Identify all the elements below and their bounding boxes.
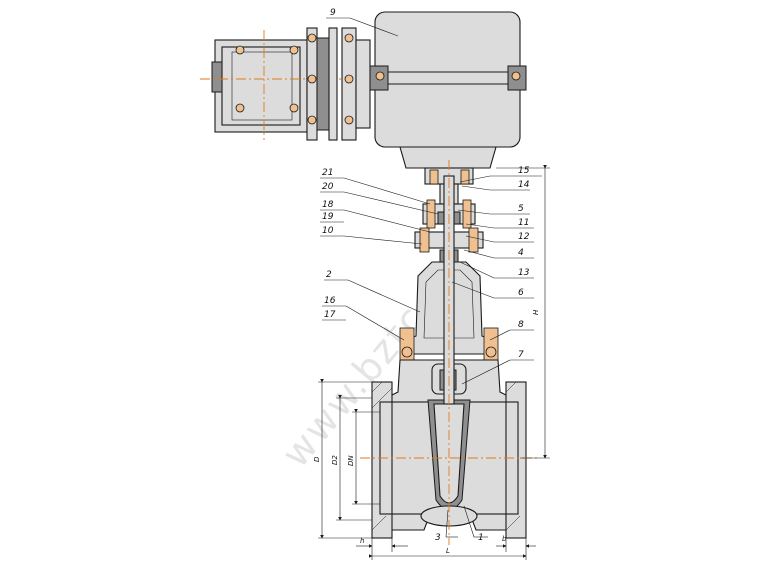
dim-b: b: [502, 535, 507, 543]
label-7: 7: [518, 350, 524, 360]
label-20: 20: [322, 182, 334, 192]
dim-D2: D2: [331, 455, 339, 465]
label-13: 13: [518, 268, 530, 278]
electric-actuator: [369, 11, 527, 169]
stem: [360, 160, 540, 545]
label-17: 17: [324, 310, 336, 320]
label-15: 15: [518, 166, 530, 176]
label-12: 12: [518, 232, 530, 242]
label-1: 1: [478, 533, 484, 543]
dim-H: H: [532, 309, 540, 315]
label-4: 4: [518, 248, 524, 258]
label-5: 5: [518, 204, 524, 214]
label-11: 11: [518, 218, 529, 228]
label-14: 14: [518, 180, 530, 190]
label-9: 9: [330, 8, 336, 18]
callouts: 9 15 14 21 20 5 18 19 11 12 10 4 13 2 6 …: [320, 8, 542, 543]
label-10: 10: [322, 226, 334, 236]
dim-DN: DN: [347, 455, 355, 466]
label-6: 6: [518, 288, 524, 298]
label-3: 3: [435, 533, 441, 543]
dimensions: H D D2 DN L h b: [313, 165, 550, 560]
dim-D: D: [313, 456, 321, 462]
gearbox: [200, 30, 375, 140]
label-8: 8: [518, 320, 524, 330]
label-16: 16: [324, 296, 336, 306]
dim-h: h: [360, 537, 364, 545]
label-2: 2: [326, 270, 332, 280]
label-18: 18: [322, 200, 334, 210]
label-19: 19: [322, 212, 334, 222]
coupling-flange: [306, 27, 371, 141]
label-21: 21: [322, 168, 333, 178]
dim-L: L: [446, 547, 450, 555]
